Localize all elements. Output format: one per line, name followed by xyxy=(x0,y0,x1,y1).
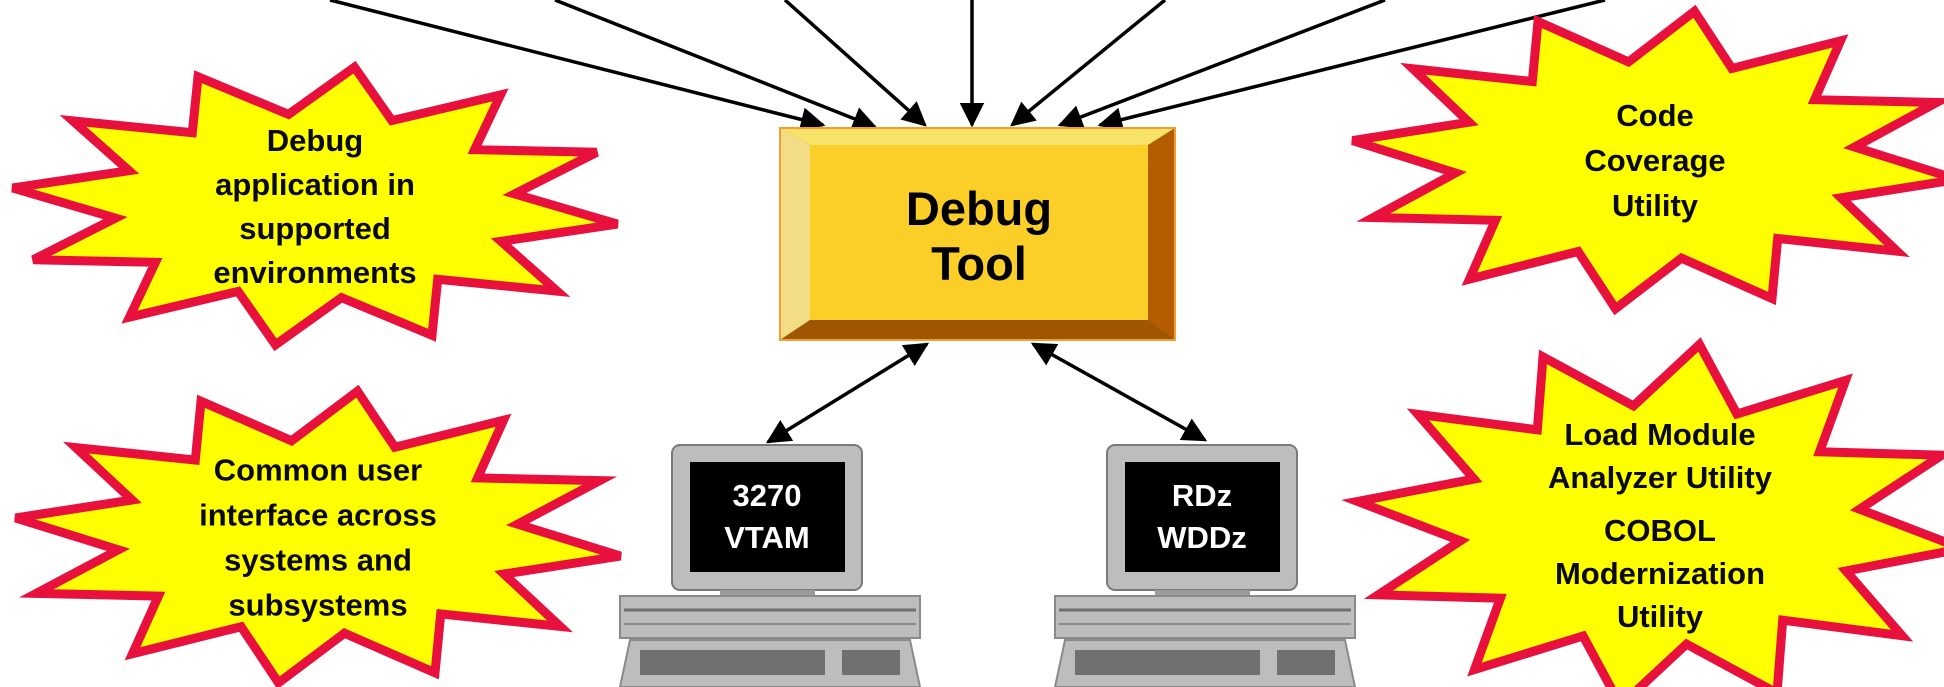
screen-text-line: VTAM xyxy=(724,520,810,555)
incoming-arrows xyxy=(329,0,1606,132)
burst-debug-application: Debug application in supported environments xyxy=(11,60,619,352)
system-unit xyxy=(1054,595,1356,639)
system-unit xyxy=(619,595,921,639)
box-left-bevel xyxy=(780,128,810,340)
burst-text-line: application in xyxy=(215,167,415,202)
burst-text-line: subsystems xyxy=(228,588,407,623)
burst-text-line: Coverage xyxy=(1584,143,1725,178)
box-top-bevel xyxy=(780,128,1175,145)
monitor-stand xyxy=(720,590,815,596)
burst-text-line: Common user xyxy=(214,453,422,488)
terminal-links xyxy=(765,342,1208,444)
box-right-bevel xyxy=(1148,128,1175,340)
burst-text-line: environments xyxy=(213,255,416,290)
box-face xyxy=(810,145,1148,320)
starburst-shape xyxy=(1341,337,1944,687)
screen-text-line: 3270 xyxy=(733,478,802,513)
incoming-arrow xyxy=(329,0,826,132)
debug-tool-box: Debug Tool xyxy=(779,127,1176,341)
box-bottom-bevel xyxy=(780,320,1175,340)
incoming-arrow xyxy=(1010,0,1167,127)
debug-tool-label-line2: Tool xyxy=(931,237,1027,290)
keyboard-keys xyxy=(640,650,825,675)
burst-text-line: supported xyxy=(239,211,391,246)
incoming-arrow xyxy=(783,0,927,127)
starburst-shape xyxy=(14,384,622,687)
keyboard-keypad xyxy=(842,650,900,675)
incoming-arrow xyxy=(1057,0,1386,129)
burst-text-line: Debug xyxy=(267,123,363,158)
keyboard-keys xyxy=(1075,650,1260,675)
incoming-arrow xyxy=(1097,0,1606,132)
debug-tool-label-line1: Debug xyxy=(906,182,1052,235)
monitor-stand xyxy=(1155,590,1250,596)
burst-text-line: Utility xyxy=(1617,599,1704,634)
burst-text-line: Utility xyxy=(1612,188,1699,223)
burst-text-line: Load Module xyxy=(1564,417,1755,452)
starburst-shape xyxy=(1351,4,1944,316)
screen-text-line: WDDz xyxy=(1157,520,1247,555)
monitor-screen xyxy=(1125,462,1280,572)
burst-text-line: interface across xyxy=(199,498,437,533)
link-arrow-3270 xyxy=(765,342,930,444)
burst-text-line: Modernization xyxy=(1555,556,1765,591)
burst-text-line: Analyzer Utility xyxy=(1548,460,1773,495)
burst-common-ui: Common user interface across systems and su… xyxy=(14,384,622,687)
burst-text-line: COBOL xyxy=(1604,513,1716,548)
burst-text-line: Code xyxy=(1616,98,1694,133)
monitor-screen xyxy=(690,462,845,572)
link-arrow-rdz xyxy=(1030,342,1208,442)
screen-text-line: RDz xyxy=(1172,478,1232,513)
burst-text-line: systems and xyxy=(224,543,412,578)
starburst-shape xyxy=(11,60,619,352)
keyboard-keypad xyxy=(1277,650,1335,675)
box-outline xyxy=(779,127,1176,341)
incoming-arrow xyxy=(554,0,878,131)
